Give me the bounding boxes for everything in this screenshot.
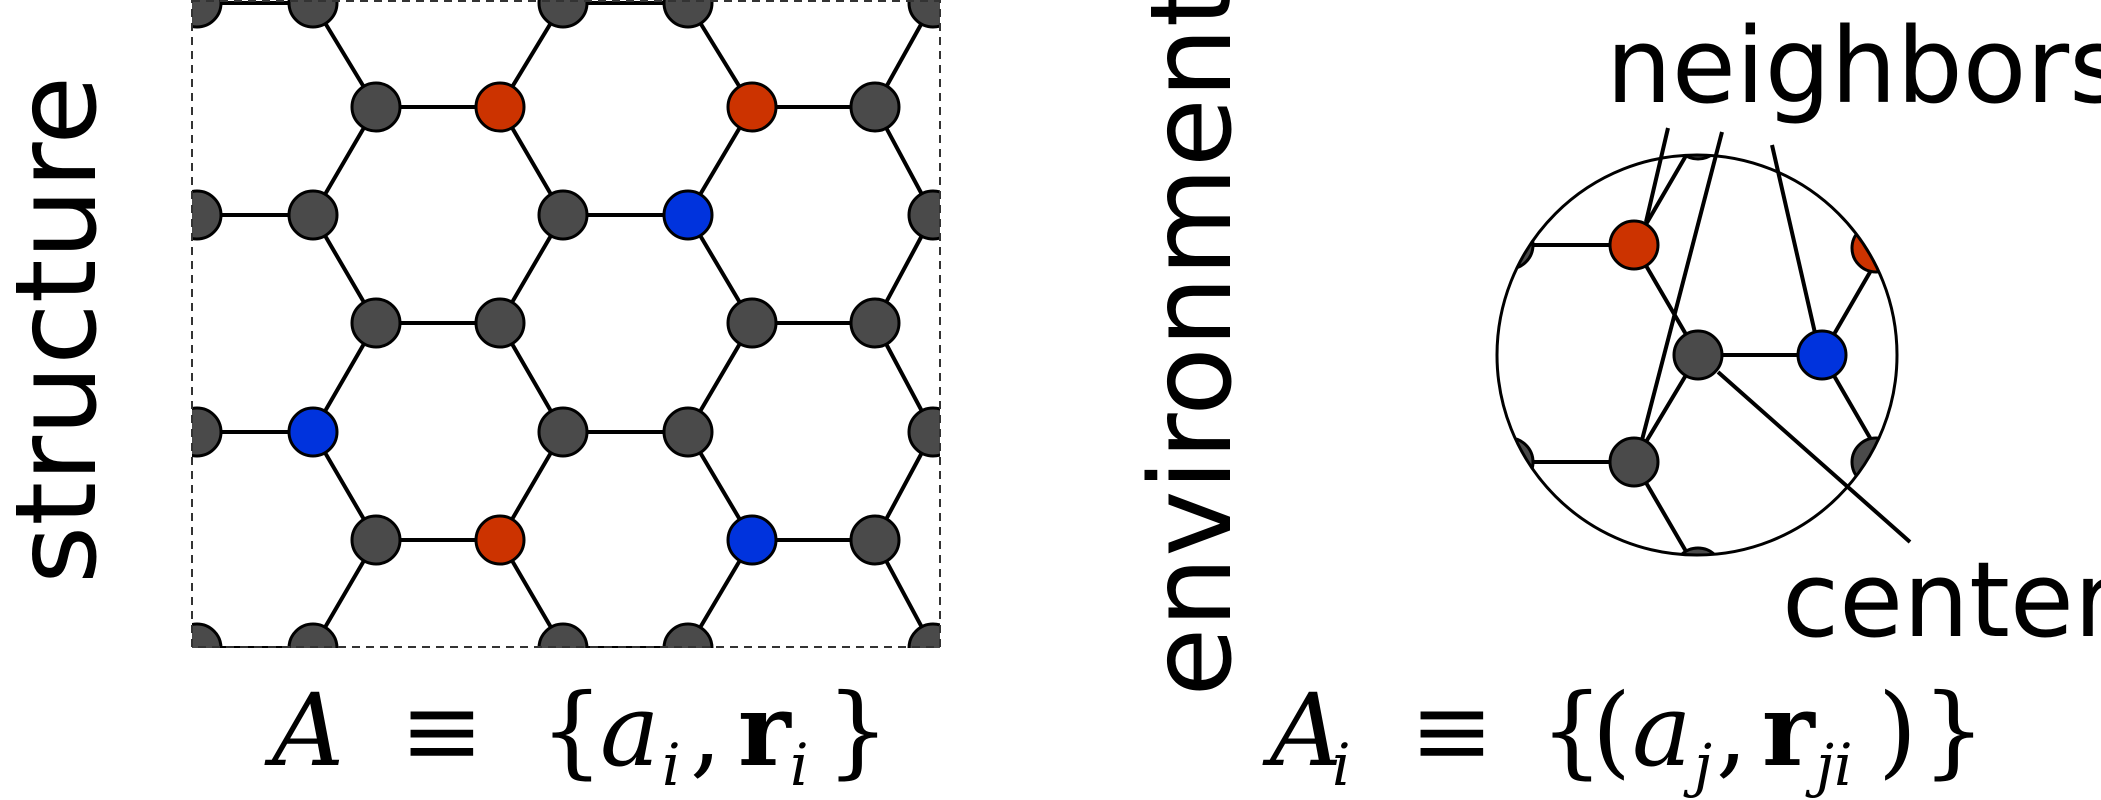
atom-gray <box>474 297 526 349</box>
eq-a: a <box>600 672 660 789</box>
atom-blue <box>662 189 714 241</box>
environment-label: environment <box>1127 0 1257 697</box>
atom-gray <box>350 297 402 349</box>
atom-gray <box>350 81 402 133</box>
eq-close-brace: } <box>826 672 890 789</box>
atom-gray <box>907 406 940 458</box>
atom-red <box>474 514 526 566</box>
env-atoms <box>1497 155 1897 555</box>
atom-red <box>726 81 778 133</box>
atom-gray <box>662 622 714 648</box>
atom-gray <box>537 622 589 648</box>
atom-gray <box>350 514 402 566</box>
atom-gray <box>849 81 901 133</box>
neighbors-label: neighbors <box>1606 5 2101 127</box>
atom-blue <box>287 406 339 458</box>
atom-gray <box>192 189 223 241</box>
lattice-atoms <box>192 0 940 648</box>
eq-env-open-brace: { <box>1540 672 1604 789</box>
atom-red <box>1608 219 1660 271</box>
neighbor-pointer <box>1644 127 1670 223</box>
lattice-bonds <box>197 1 935 648</box>
atom-gray <box>287 622 339 648</box>
atom-gray <box>1497 436 1535 488</box>
atom-gray <box>1672 155 1724 161</box>
eq-env-open-paren: ( <box>1592 672 1631 789</box>
atom-gray <box>537 0 589 29</box>
atom-gray <box>1497 219 1535 271</box>
atom-gray <box>662 406 714 458</box>
eq-env-a: a <box>1632 672 1692 789</box>
eq-lhs: A <box>264 672 344 789</box>
environment-circle-content <box>1497 155 1897 555</box>
atom-blue <box>1796 329 1848 381</box>
eq-env-r: r <box>1762 671 1816 789</box>
center-label: center <box>1782 539 2101 661</box>
eq-env-lhs-sub: i <box>1332 731 1351 799</box>
atom-gray <box>537 406 589 458</box>
atom-red <box>474 81 526 133</box>
atom-gray <box>849 297 901 349</box>
eq-env-close-brace: } <box>1922 672 1986 789</box>
atom-gray <box>907 189 940 241</box>
eq-a-sub: i <box>662 731 681 799</box>
structure-equation: A ≡ { a i , r i } <box>264 671 890 799</box>
eq-r: r <box>738 671 792 789</box>
eq-env-comma: , <box>1716 672 1748 789</box>
unit-cell-border <box>191 0 941 648</box>
eq-op: ≡ <box>400 672 484 789</box>
atom-gray <box>1608 436 1660 488</box>
atom-gray <box>192 0 223 29</box>
atom-gray <box>849 514 901 566</box>
environment-equation: A i ≡ { ( a j , r ji ) } <box>1262 671 1986 799</box>
atom-gray <box>907 0 940 29</box>
atom-gray <box>192 622 223 648</box>
atom-blue <box>726 514 778 566</box>
pointer-lines <box>1640 127 1912 544</box>
eq-env-close-paren: ) <box>1878 672 1917 789</box>
center-pointer <box>1716 370 1912 544</box>
atom-gray <box>907 622 940 648</box>
eq-r-sub: i <box>790 731 809 799</box>
cutoff-circle <box>1495 153 1899 557</box>
neighbor-pointer <box>1640 131 1724 441</box>
atom-center <box>1672 329 1724 381</box>
atom-gray <box>726 297 778 349</box>
neighbor-pointer <box>1770 144 1817 334</box>
atom-gray <box>287 189 339 241</box>
atom-gray <box>662 0 714 29</box>
eq-env-lhs: A <box>1262 672 1342 789</box>
structure-lattice <box>192 0 940 648</box>
atom-gray <box>1672 546 1724 555</box>
eq-open-brace: { <box>540 672 604 789</box>
structure-label: structure <box>0 76 122 584</box>
eq-env-op: ≡ <box>1410 672 1494 789</box>
atom-gray <box>537 189 589 241</box>
atom-gray <box>287 0 339 29</box>
eq-comma: , <box>690 672 722 789</box>
atom-gray <box>192 406 223 458</box>
